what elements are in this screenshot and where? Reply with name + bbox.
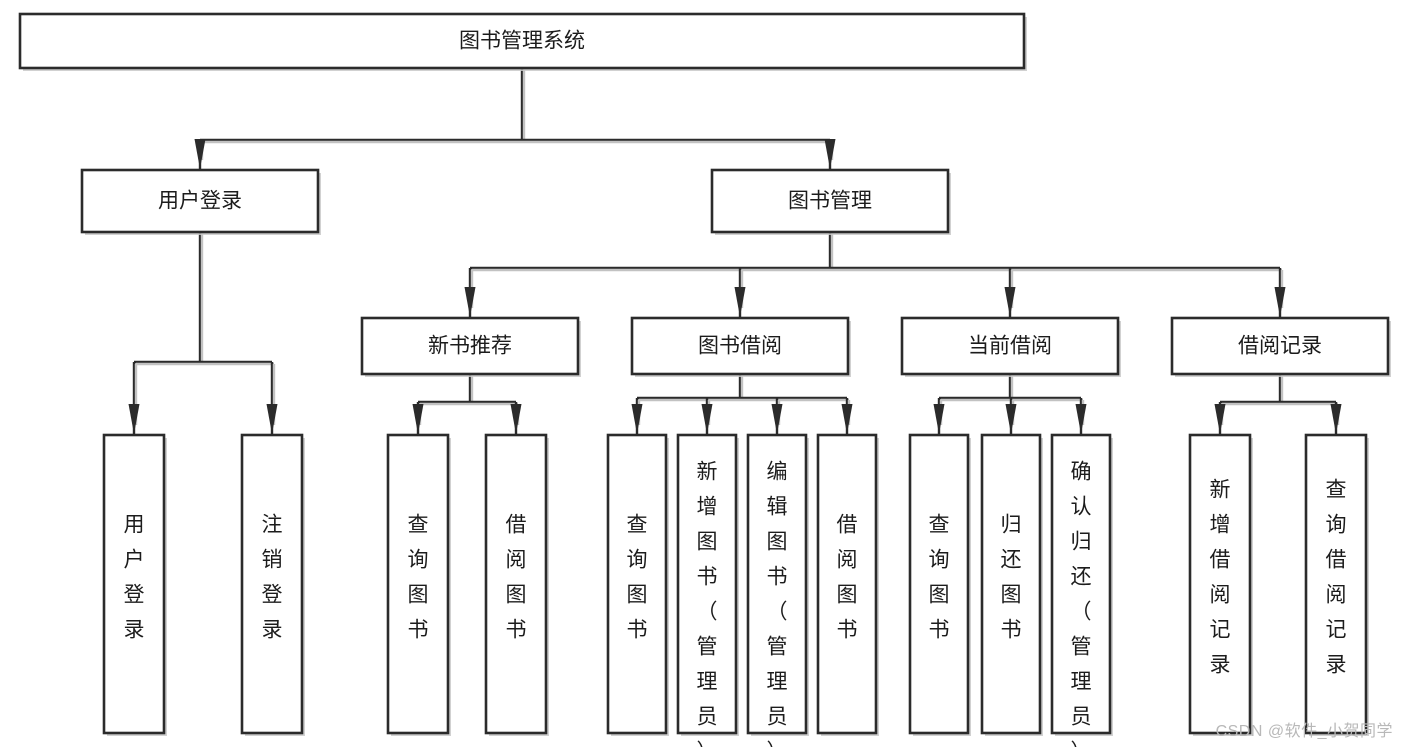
arrow-head-icon <box>1274 287 1286 317</box>
node-current-borrow[interactable]: 当前借阅 <box>900 316 1121 377</box>
arrow-head-icon <box>510 404 522 434</box>
arrow-head-icon <box>464 287 476 317</box>
node-label: 图书借阅 <box>698 335 782 358</box>
node-label: 新书推荐 <box>428 335 512 358</box>
node-leaf-query-book-1[interactable]: 查询图书 <box>386 433 451 736</box>
node-leaf-query-book-2[interactable]: 查询图书 <box>606 433 669 736</box>
node-leaf-query-record[interactable]: 查询借阅记录 <box>1304 433 1369 736</box>
node-leaf-return-book[interactable]: 归还图书 <box>980 433 1043 736</box>
node-label: 当前借阅 <box>968 335 1052 358</box>
node-leaf-query-book-3[interactable]: 查询图书 <box>908 433 971 736</box>
node-leaf-confirm-return[interactable]: 确认归还（管理员） <box>1050 433 1113 747</box>
arrow-head-icon <box>933 404 945 434</box>
node-leaf-add-book[interactable]: 新增图书（管理员） <box>676 433 739 747</box>
node-label: 用户登录 <box>124 514 145 642</box>
arrow-head-icon <box>824 139 836 169</box>
connector-layer <box>128 68 1342 434</box>
node-leaf-add-record[interactable]: 新增借阅记录 <box>1188 433 1253 736</box>
node-book-borrow[interactable]: 图书借阅 <box>630 316 851 377</box>
node-label: 用户登录 <box>158 190 242 213</box>
arrow-head-icon <box>1005 404 1017 434</box>
node-leaf-user-login[interactable]: 用户登录 <box>102 433 167 736</box>
node-label: 查询图书 <box>627 514 648 642</box>
arrow-head-icon <box>1330 404 1342 434</box>
node-leaf-edit-book[interactable]: 编辑图书（管理员） <box>746 433 809 747</box>
node-label: 图书管理系统 <box>459 30 585 53</box>
arrow-head-icon <box>266 404 278 434</box>
node-label: 归还图书 <box>1001 514 1022 642</box>
node-label: 借阅图书 <box>506 514 527 642</box>
arrow-head-icon <box>194 139 206 169</box>
node-label: 确认归还（管理员） <box>1071 461 1092 747</box>
node-user-login[interactable]: 用户登录 <box>80 168 321 235</box>
node-layer: 图书管理系统用户登录图书管理新书推荐图书借阅当前借阅借阅记录用户登录注销登录查询… <box>18 12 1391 747</box>
node-label: 查询借阅记录 <box>1326 479 1347 677</box>
node-label: 编辑图书（管理员） <box>767 461 788 747</box>
node-leaf-borrow-book-2[interactable]: 借阅图书 <box>816 433 879 736</box>
arrow-head-icon <box>771 404 783 434</box>
node-label: 查询图书 <box>408 514 429 642</box>
node-label: 图书管理 <box>788 190 872 213</box>
node-root-system[interactable]: 图书管理系统 <box>18 12 1027 71</box>
arrow-head-icon <box>412 404 424 434</box>
node-label: 查询图书 <box>929 514 950 642</box>
node-book-manage[interactable]: 图书管理 <box>710 168 951 235</box>
node-label: 新增借阅记录 <box>1210 479 1231 677</box>
arrow-head-icon <box>631 404 643 434</box>
node-borrow-record[interactable]: 借阅记录 <box>1170 316 1391 377</box>
node-leaf-user-logout[interactable]: 注销登录 <box>240 433 305 736</box>
node-label: 借阅记录 <box>1238 335 1322 358</box>
arrow-head-icon <box>734 287 746 317</box>
node-label: 新增图书（管理员） <box>697 461 718 747</box>
arrow-head-icon <box>841 404 853 434</box>
node-label: 借阅图书 <box>837 514 858 642</box>
node-new-book-recommend[interactable]: 新书推荐 <box>360 316 581 377</box>
arrow-head-icon <box>1075 404 1087 434</box>
node-label: 注销登录 <box>262 514 283 642</box>
arrow-head-icon <box>701 404 713 434</box>
node-leaf-borrow-book-1[interactable]: 借阅图书 <box>484 433 549 736</box>
arrow-head-icon <box>1004 287 1016 317</box>
arrow-head-icon <box>128 404 140 434</box>
arrow-head-icon <box>1214 404 1226 434</box>
